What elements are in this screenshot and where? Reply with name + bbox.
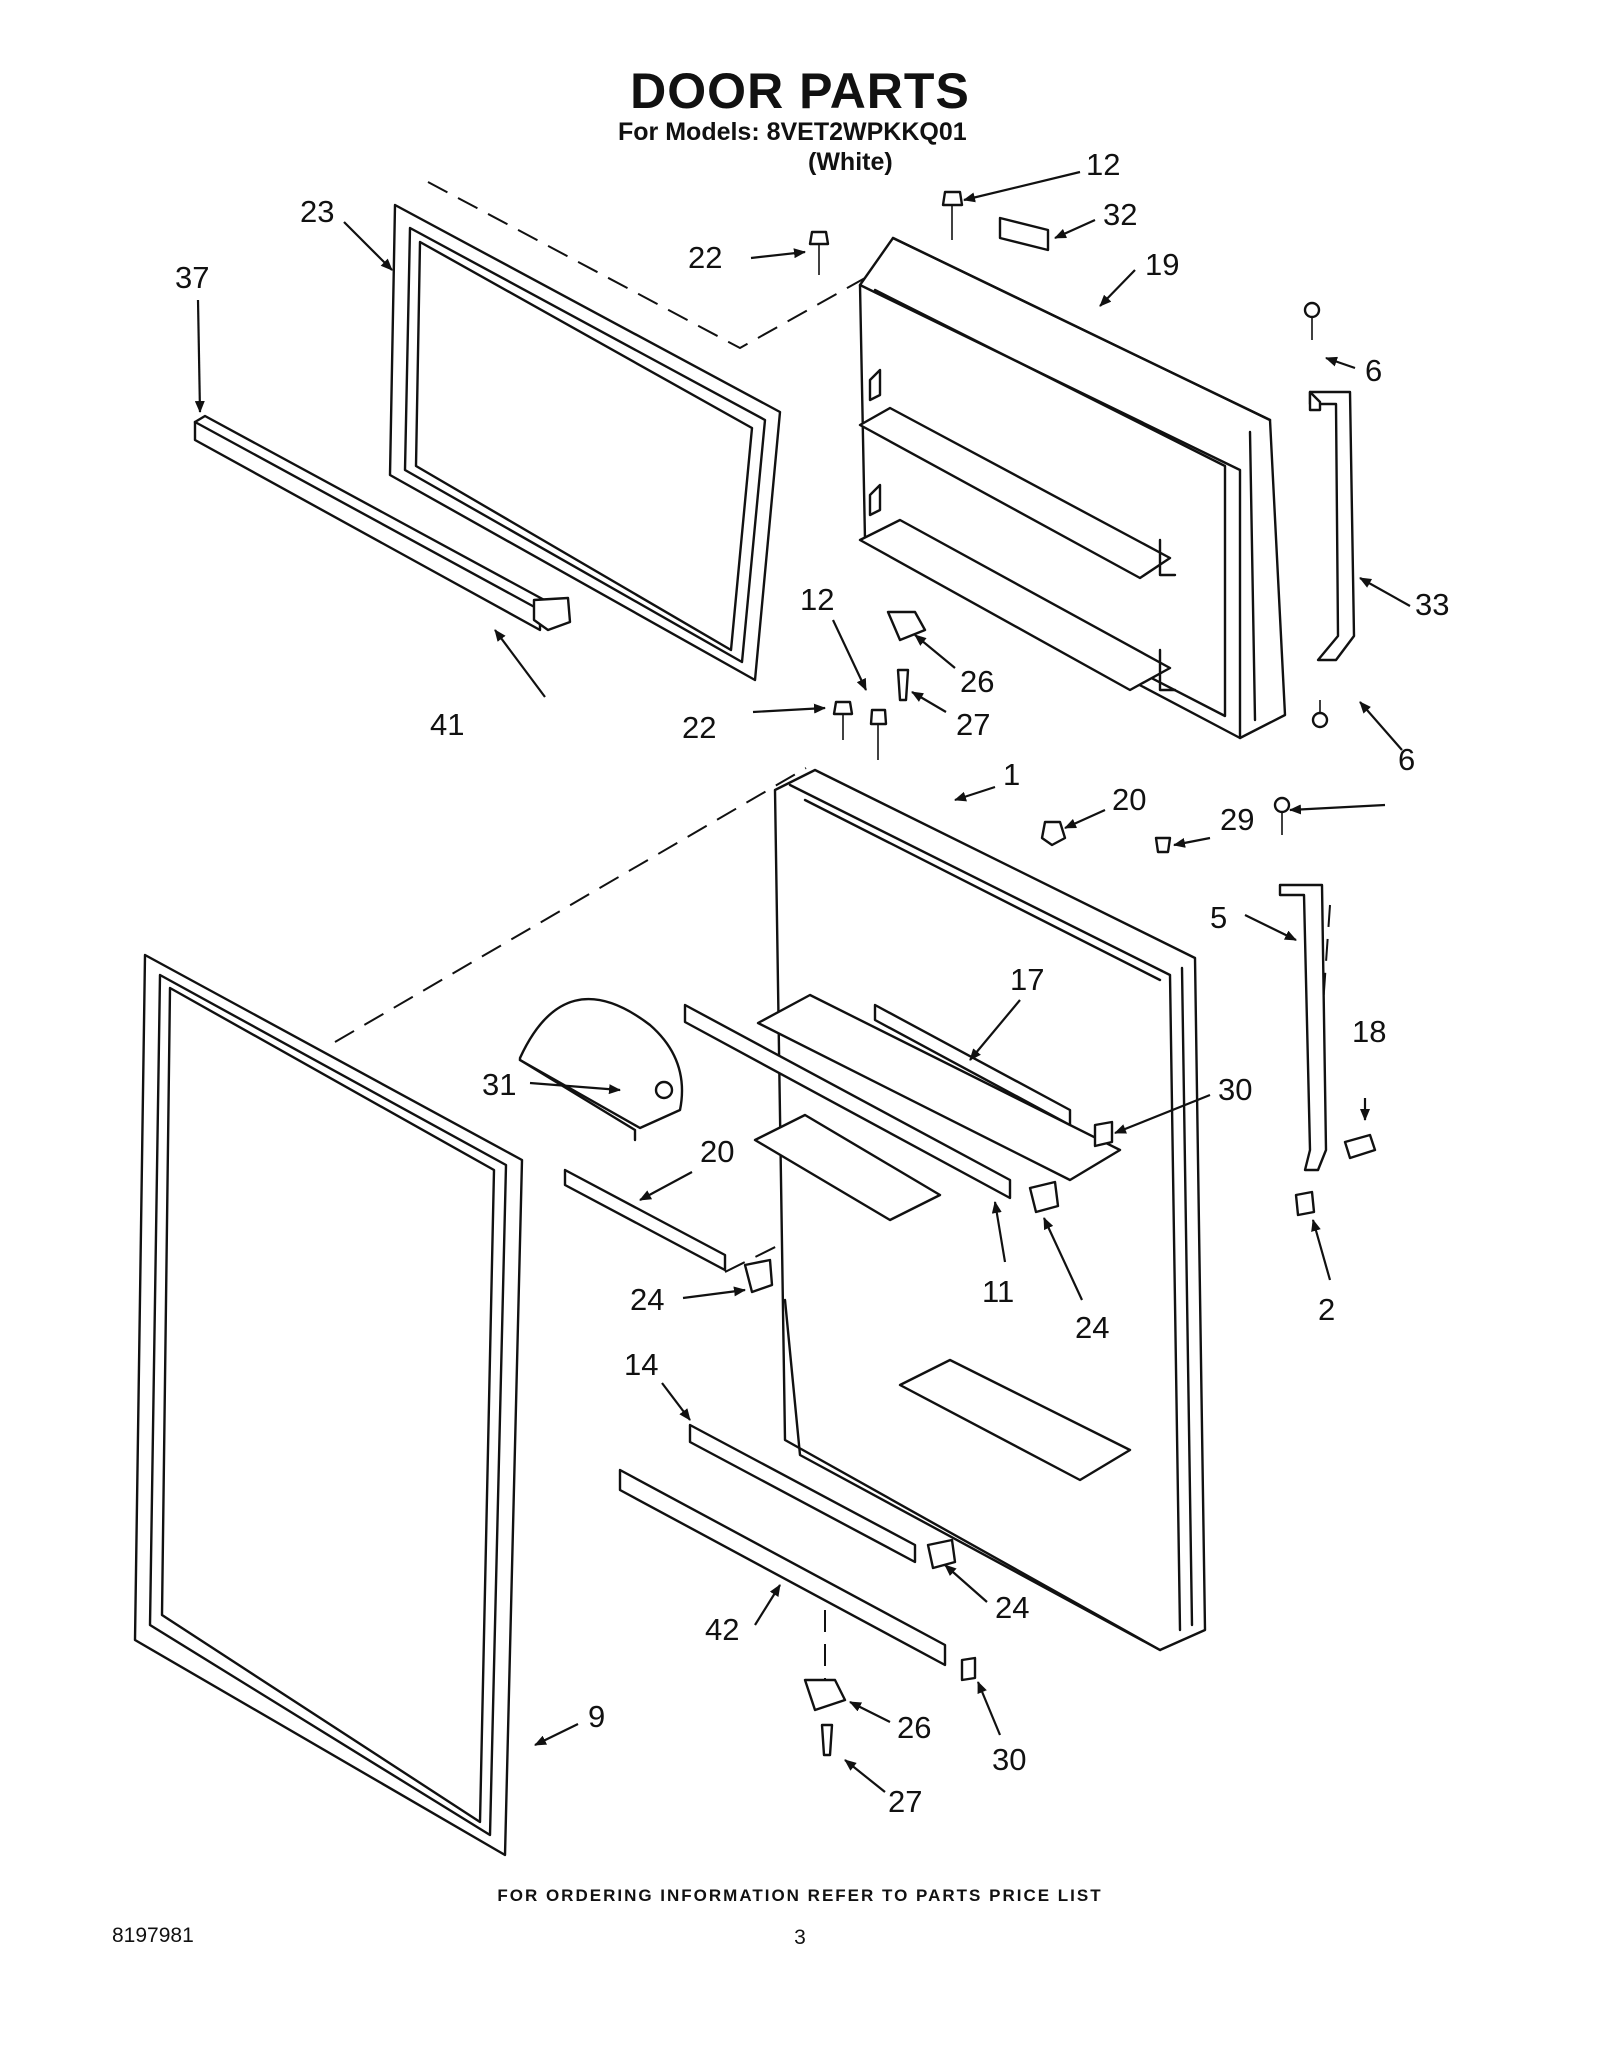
clip-29 <box>1093 1120 1114 1148</box>
page-number: 3 <box>794 1926 806 1949</box>
clip-24-right <box>1028 1180 1060 1214</box>
screw-28 <box>1154 836 1172 854</box>
callout-16: 17 <box>1010 962 1044 997</box>
callout-18: 20 <box>700 1134 734 1169</box>
callout-19: 19 <box>1145 247 1179 282</box>
models-line: For Models: 8VET2WPKKQ01 <box>618 118 967 146</box>
assembly-line <box>334 767 807 1043</box>
callout-24: 24 <box>630 1282 664 1317</box>
callout-28: 29 <box>1220 802 1254 837</box>
color-line: (White) <box>808 148 893 176</box>
callout-5: 5 <box>1210 900 1227 935</box>
callout-14: 14 <box>624 1347 658 1382</box>
callout-17: 18 <box>1352 1014 1386 1049</box>
plug-22-top <box>808 230 830 275</box>
spacer-20 <box>1040 820 1067 847</box>
callout-30: 30 <box>992 1742 1026 1777</box>
fresh-food-handle <box>1273 796 1377 1217</box>
callout-41: 41 <box>430 707 464 742</box>
shelf-bar-16 <box>873 1003 1072 1127</box>
callout-6: 6 <box>1365 353 1382 388</box>
callout-6: 6 <box>1398 742 1415 777</box>
cap-30 <box>960 1656 977 1682</box>
shelf-bar-18 <box>563 1168 727 1272</box>
shelf-bar-42 <box>618 1468 947 1667</box>
fresh-food-door-liner <box>773 768 1207 1652</box>
callout-29: 30 <box>1218 1072 1252 1107</box>
door-shelf-middle <box>753 1113 942 1222</box>
callout-1: 1 <box>1003 757 1020 792</box>
callout-27: 27 <box>956 707 990 742</box>
callout-22: 22 <box>688 240 722 275</box>
freezer-door-liner <box>858 236 1287 740</box>
fresh-food-door-gasket <box>133 953 524 1857</box>
hinge-screw-27 <box>820 1723 834 1757</box>
callout-26: 26 <box>960 664 994 699</box>
page-title: DOOR PARTS <box>630 63 970 119</box>
screw-12-top <box>941 190 964 240</box>
label-plate-32 <box>998 216 1050 252</box>
callout-20: 20 <box>1112 782 1146 817</box>
plug-22-mid <box>832 700 854 740</box>
callout-24: 24 <box>1075 1310 1109 1345</box>
freezer-door-gasket <box>388 203 782 682</box>
callout-26: 26 <box>897 1710 931 1745</box>
door-shelf-lower <box>898 1358 1132 1482</box>
callout-9: 9 <box>588 1699 605 1734</box>
clip-24-left <box>743 1258 774 1294</box>
callout-33: 33 <box>1415 587 1449 622</box>
callout-24: 24 <box>995 1590 1029 1625</box>
hinge-top <box>886 610 927 702</box>
freezer-handle <box>1303 301 1356 729</box>
document-number: 8197981 <box>112 1924 194 1947</box>
handle-screw-17 <box>1343 1133 1377 1160</box>
freezer-shelf-trim <box>193 414 572 632</box>
callout-12: 12 <box>800 582 834 617</box>
assembly-line <box>427 181 916 350</box>
ordering-note: FOR ORDERING INFORMATION REFER TO PARTS … <box>497 1886 1103 1905</box>
callout-2: 2 <box>1318 1292 1335 1327</box>
callout-37: 37 <box>175 260 209 295</box>
door-shelf-upper <box>756 993 1122 1182</box>
screw-12-mid <box>869 708 888 760</box>
callout-32: 32 <box>1103 197 1137 232</box>
callout-11: 11 <box>982 1274 1014 1309</box>
callout-12: 12 <box>1086 147 1120 182</box>
callout-23: 23 <box>300 194 334 229</box>
shelf-bar-14 <box>688 1423 917 1564</box>
clip-24-lower <box>926 1538 957 1570</box>
callout-27: 27 <box>888 1784 922 1819</box>
hinge-bottom <box>803 1678 847 1757</box>
end-cap-2 <box>1294 1190 1316 1217</box>
dairy-door <box>518 998 684 1142</box>
callout-22: 22 <box>682 710 716 745</box>
callout-42: 42 <box>705 1612 739 1647</box>
shelf-bar-11 <box>683 1003 1012 1200</box>
callout-31: 31 <box>482 1067 516 1102</box>
